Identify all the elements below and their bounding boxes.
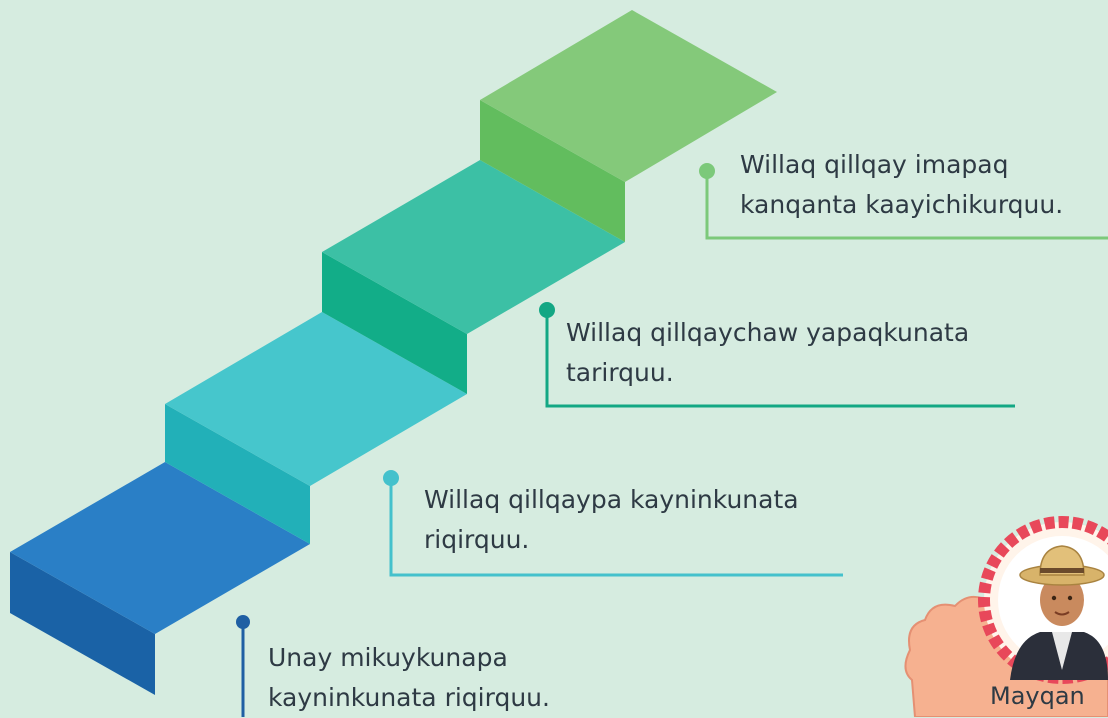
callout-2 bbox=[383, 470, 843, 577]
callout-2-dot bbox=[383, 470, 399, 486]
step-2-label: Willaq qillqaypa kayninkunata riqirquu. bbox=[424, 480, 799, 560]
callout-3 bbox=[539, 302, 1015, 408]
step-2-label-line2: riqirquu. bbox=[424, 525, 530, 554]
step-3 bbox=[322, 160, 625, 394]
avatar bbox=[1010, 545, 1108, 680]
step-4-label-line2: kanqanta kaayichikurquu. bbox=[740, 190, 1064, 219]
character-name: Mayqan bbox=[990, 682, 1085, 710]
callout-1 bbox=[236, 615, 250, 717]
step-1 bbox=[10, 462, 310, 695]
step-1-label-line1: Unay mikuykunapa bbox=[268, 643, 508, 672]
step-4-label-line1: Willaq qillqay imapaq bbox=[740, 150, 1009, 179]
callout-4-dot bbox=[699, 163, 715, 179]
step-3-label-line2: tarirquu. bbox=[566, 358, 674, 387]
character-badge bbox=[904, 516, 1108, 717]
step-3-label: Willaq qillqaychaw yapaqkunata tarirquu. bbox=[566, 313, 969, 393]
step-4-label: Willaq qillqay imapaq kanqanta kaayichik… bbox=[740, 145, 1063, 225]
callout-3-dot bbox=[539, 302, 555, 318]
step-4 bbox=[480, 10, 777, 242]
step-2-label-line1: Willaq qillqaypa kayninkunata bbox=[424, 485, 799, 514]
callout-1-dot bbox=[236, 615, 250, 629]
callout-4 bbox=[699, 163, 1108, 240]
step-2 bbox=[165, 312, 467, 544]
step-1-label: Unay mikuykunapa kayninkunata riqirquu. bbox=[268, 638, 550, 718]
step-3-label-line1: Willaq qillqaychaw yapaqkunata bbox=[566, 318, 970, 347]
step-1-label-line2: kayninkunata riqirquu. bbox=[268, 683, 550, 712]
